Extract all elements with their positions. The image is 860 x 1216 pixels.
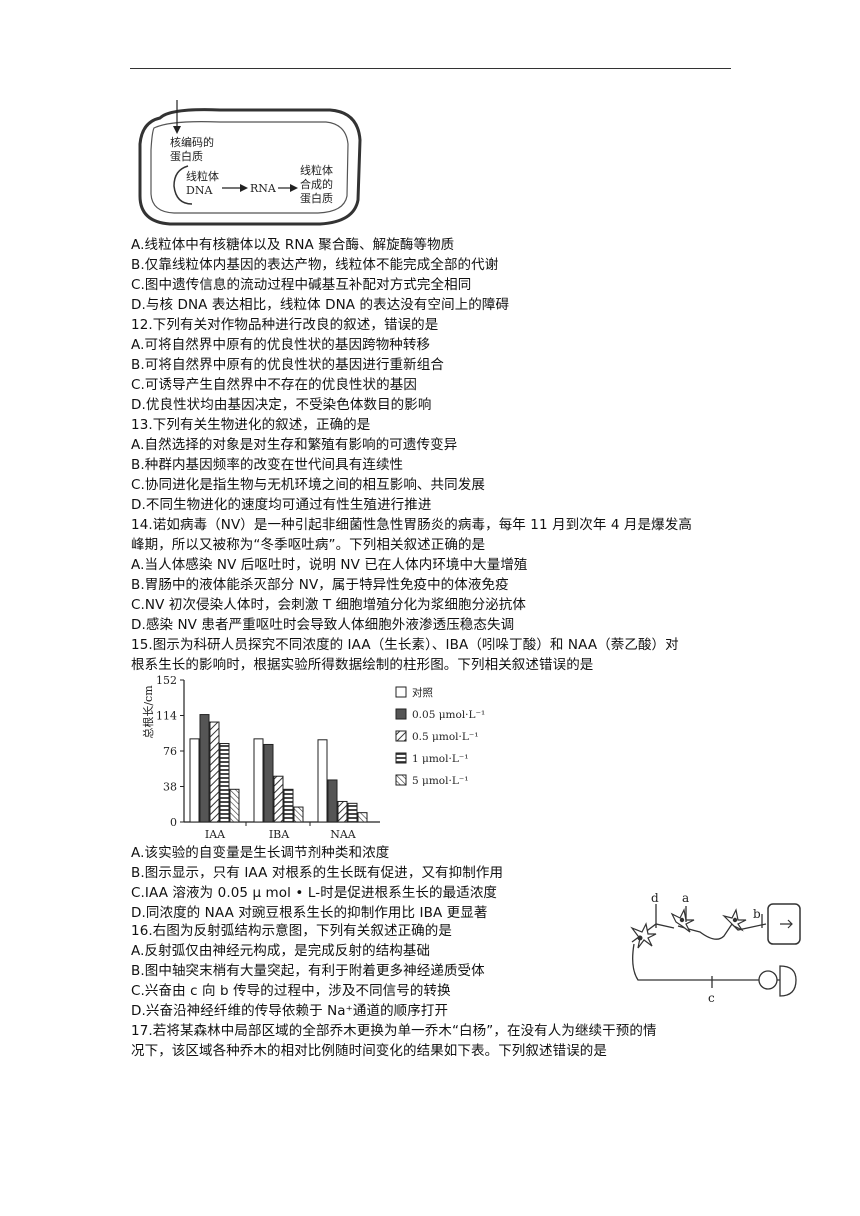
bar-iba-0 (253, 738, 264, 823)
bar-iba-1 (263, 743, 274, 823)
legend-swatch-3 (395, 752, 407, 764)
bar-iaa-1 (199, 714, 210, 823)
q15-option-b: B.图示显示，只有 IAA 对根系的生长既有促进，又有抑制作用 (131, 865, 504, 881)
q13-stem: 13.下列有关生物进化的叙述，正确的是 (131, 417, 371, 433)
y-tick-label: 0 (170, 816, 177, 829)
legend-label-2: 0.5 μmol·L⁻¹ (412, 731, 479, 743)
y-tick-label: 152 (156, 674, 177, 687)
bar-iaa-2 (209, 721, 220, 823)
q14-option-c: C.NV 初次侵染人体时，会刺激 T 细胞增殖分化为浆细胞分泌抗体 (131, 597, 526, 613)
x-tick-label: NAA (330, 828, 357, 841)
bar-naa-3 (347, 802, 358, 823)
q12-option-c: C.可诱导产生自然界中不存在的优良性状的基因 (131, 377, 417, 393)
mitochondrion-figure: 核编码的 蛋白质 线粒体 DNA RNA 线粒体 合成的 蛋白质 (138, 100, 362, 226)
q13-option-a: A.自然选择的对象是对生存和繁殖有影响的可遗传变异 (131, 437, 458, 453)
y-tick-label: 38 (163, 781, 177, 794)
mito-dna-line2: DNA (186, 184, 213, 197)
mito-dna-line1: 线粒体 (186, 169, 219, 183)
bar-naa-0 (317, 739, 328, 823)
y-tick-label: 114 (156, 710, 177, 723)
bar-iba-2 (273, 775, 284, 823)
q11-option-b: B.仅靠线粒体内基因的表达产物，线粒体不能完成全部的代谢 (131, 257, 499, 273)
bar-iba-4 (293, 806, 304, 823)
rna-label: RNA (250, 182, 277, 195)
q16-option-d: D.兴奋沿神经纤维的传导依赖于 Na⁺通道的顺序打开 (131, 1003, 449, 1019)
q16-stem: 16.右图为反射弧结构示意图，下列有关叙述正确的是 (131, 923, 452, 939)
q14-option-d: D.感染 NV 患者严重呕吐时会导致人体细胞外液渗透压稳态失调 (131, 617, 515, 633)
bar-iaa-4 (229, 788, 240, 823)
q14-stem-line1: 14.诺如病毒（NV）是一种引起非细菌性急性胃肠炎的病毒，每年 11 月到次年 … (131, 517, 692, 533)
bar-naa-1 (327, 779, 338, 823)
q15-stem-line2: 根系生长的影响时，根据实验所得数据绘制的柱形图。下列相关叙述错误的是 (131, 657, 594, 673)
q15-option-d: D.同浓度的 NAA 对豌豆根系生长的抑制作用比 IBA 更显著 (131, 905, 488, 921)
reflex-label-b: b (753, 907, 761, 921)
x-tick-label: IAA (205, 828, 226, 841)
bar-iaa-0 (189, 738, 200, 823)
legend-swatch-4 (395, 774, 407, 786)
bar-iaa-3 (219, 743, 230, 823)
q16-option-c: C.兴奋由 c 向 b 传导的过程中，涉及不同信号的转换 (131, 983, 451, 999)
q14-option-a: A.当人体感染 NV 后呕吐时，说明 NV 已在人体内环境中大量增殖 (131, 557, 528, 573)
q12-option-b: B.可将自然界中原有的优良性状的基因进行重新组合 (131, 357, 444, 373)
legend-swatch-2 (395, 730, 407, 742)
root-length-bar-chart: 总根长/cm 0 38 76 114 152 IAA IBA NAA 对照 0.05 μmol… (141, 674, 485, 841)
reflex-arc-figure: d a b c (630, 891, 801, 1005)
q12-stem: 12.下列有关对作物品种进行改良的叙述，错误的是 (131, 317, 439, 333)
q17-stem-line1: 17.若将某森林中局部区域的全部乔木更换为单一乔木“白杨”，在没有人为继续干预的… (131, 1023, 657, 1039)
q17-stem-line2: 况下，该区域各种乔木的相对比例随时间变化的结果如下表。下列叙述错误的是 (131, 1043, 607, 1059)
y-tick-label: 76 (163, 745, 177, 758)
q13-option-d: D.不同生物进化的速度均可通过有性生殖进行推进 (131, 497, 432, 513)
mito-protein-line2: 合成的 (300, 177, 333, 191)
bar-iba-3 (283, 788, 294, 823)
q15-option-c: C.IAA 溶液为 0.05 μ mol • L-时是促进根系生长的最适浓度 (131, 885, 498, 901)
q15-stem-line1: 15.图示为科研人员探究不同浓度的 IAA（生长素）、IBA（吲哚丁酸）和 NA… (131, 637, 679, 653)
legend-label-3: 1 μmol·L⁻¹ (412, 753, 469, 765)
q14-option-b: B.胃肠中的液体能杀灭部分 NV，属于特异性免疫中的体液免疫 (131, 577, 509, 593)
q11-option-c: C.图中遗传信息的流动过程中碱基互补配对方式完全相同 (131, 277, 472, 293)
q16-option-a: A.反射弧仅由神经元构成，是完成反射的结构基础 (131, 943, 431, 959)
bar-naa-4 (357, 812, 368, 823)
bar-naa-2 (337, 800, 348, 823)
q13-option-b: B.种群内基因频率的改变在世代间具有连续性 (131, 457, 404, 473)
nuclear-protein-line2: 蛋白质 (170, 149, 203, 163)
reflex-label-d: d (651, 891, 659, 905)
header-rule (130, 68, 731, 69)
legend-label-4: 5 μmol·L⁻¹ (412, 775, 469, 787)
legend-label-1: 0.05 μmol·L⁻¹ (412, 709, 485, 721)
mito-protein-line3: 蛋白质 (300, 191, 333, 205)
legend-swatch-0 (395, 686, 407, 698)
q13-option-c: C.协同进化是指生物与无机环境之间的相互影响、共同发展 (131, 477, 485, 493)
mito-protein-line1: 线粒体 (300, 163, 333, 177)
legend-swatch-1 (395, 708, 407, 720)
nuclear-protein-line1: 核编码的 (170, 135, 214, 149)
q11-option-a: A.线粒体中有核糖体以及 RNA 聚合酶、解旋酶等物质 (131, 237, 455, 253)
q14-stem-line2: 峰期，所以又被称为“冬季呕吐病”。下列相关叙述正确的是 (131, 537, 486, 553)
q12-option-a: A.可将自然界中原有的优良性状的基因跨物种转移 (131, 337, 431, 353)
legend-label-0: 对照 (412, 686, 433, 699)
reflex-label-c: c (708, 991, 715, 1005)
q12-option-d: D.优良性状均由基因决定，不受染色体数目的影响 (131, 397, 432, 413)
x-tick-label: IBA (269, 828, 290, 841)
reflex-label-a: a (682, 891, 689, 905)
q15-option-a: A.该实验的自变量是生长调节剂种类和浓度 (131, 845, 390, 861)
q11-option-d: D.与核 DNA 表达相比，线粒体 DNA 的表达没有空间上的障碍 (131, 297, 510, 313)
q16-option-b: B.图中轴突末梢有大量突起，有利于附着更多神经递质受体 (131, 963, 485, 979)
y-axis-label: 总根长/cm (141, 685, 155, 739)
